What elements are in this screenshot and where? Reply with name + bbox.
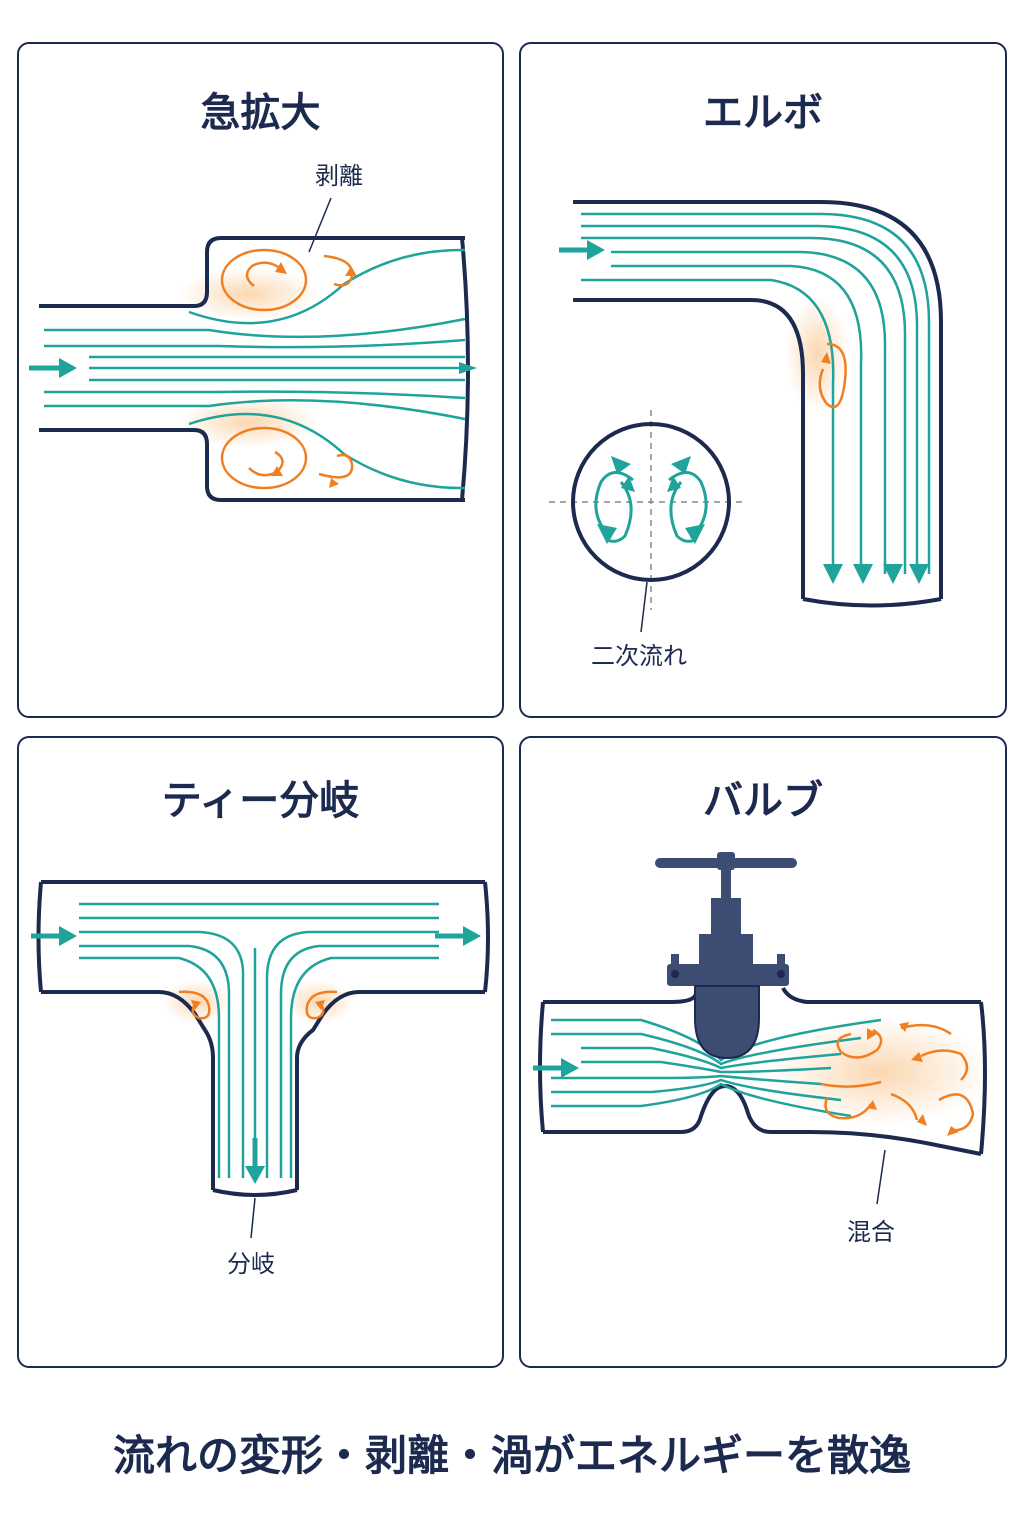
- panel-title-tee-branch: ティー分岐: [161, 778, 360, 824]
- pipe-wall-bottom: [39, 428, 465, 502]
- inlet-arrow-head: [587, 240, 605, 260]
- branch-outlet-edge: [212, 1188, 298, 1197]
- callout-separation: 剥離: [315, 162, 363, 190]
- callout-mixing: 混合: [847, 1218, 895, 1246]
- elbow-outer-wall: [573, 200, 943, 599]
- callout-secondary-flow: 二次流れ: [591, 642, 687, 670]
- valve-bolt: [777, 970, 785, 978]
- branch-right-wall: [295, 990, 485, 1190]
- valve-stem: [721, 868, 731, 902]
- vortex-arrow: [275, 262, 287, 274]
- vortex-arrow: [191, 1000, 201, 1010]
- callout-leader: [640, 581, 648, 633]
- valve-bonnet: [699, 934, 753, 964]
- vortex-arrow: [271, 466, 283, 476]
- vortex-group: [178, 990, 338, 1020]
- branch-arrow-head: [245, 1166, 265, 1184]
- panel-title-valve: バルブ: [703, 778, 823, 824]
- outlet-arrow-head: [459, 362, 477, 374]
- outlet-arrow-heads: [823, 564, 929, 584]
- tee-branch-diagram: [31, 880, 490, 1239]
- streamlines: [551, 1018, 882, 1118]
- sudden-expansion-diagram: [29, 197, 477, 502]
- vortex-arrow: [329, 478, 339, 488]
- valve-flange: [667, 964, 789, 986]
- mixing-vortices: [820, 1023, 975, 1132]
- pipe-outlet-edge: [979, 1001, 987, 1155]
- mixing-glow: [771, 1018, 991, 1126]
- elbow-outlet-edge: [802, 597, 942, 608]
- inlet-arrow-head: [59, 926, 77, 946]
- valve-gate: [694, 985, 760, 1060]
- separation-glow-bottom: [179, 396, 319, 448]
- streamlines: [44, 248, 466, 490]
- callout-leader: [308, 197, 332, 253]
- valve-hub: [717, 852, 735, 870]
- pipe-cross-section: [571, 422, 731, 582]
- separation-glow-top: [179, 268, 319, 320]
- panel-title-elbow: エルボ: [703, 90, 823, 136]
- panel-tee-branch: ティー分岐: [17, 736, 504, 1368]
- valve-diagram: [533, 852, 991, 1205]
- elbow-inner-wall: [573, 298, 805, 599]
- panel-valve: バルブ: [519, 736, 1007, 1368]
- vortex-arrow: [345, 266, 357, 276]
- separation-glow: [785, 296, 849, 412]
- vortex: [818, 342, 847, 409]
- pipe-bottom-wall: [543, 1083, 982, 1156]
- panel-title-sudden-expansion: 急拡大: [200, 90, 321, 136]
- vortex-arrows: [867, 1022, 959, 1136]
- valve-bonnet-top: [711, 898, 741, 936]
- pipe-top-wall-right: [781, 987, 981, 1004]
- secondary-flow-arrows: [597, 456, 705, 544]
- vortex-arrow: [315, 1000, 325, 1010]
- panel-sudden-expansion: 急拡大: [17, 42, 504, 718]
- callout-leader: [250, 1197, 256, 1239]
- branch-left-wall: [41, 990, 215, 1190]
- main-pipe-outlet-edge: [483, 881, 490, 993]
- valve-bolt: [671, 954, 679, 966]
- callout-leader: [876, 1149, 886, 1205]
- inlet-arrow-head: [561, 1058, 579, 1078]
- streamlines: [79, 902, 439, 1178]
- pipe-wall-top: [39, 236, 465, 308]
- callout-branch: 分岐: [227, 1250, 275, 1278]
- secondary-flow-loops: [594, 471, 708, 543]
- vortex-arrow: [821, 352, 831, 364]
- elbow-diagram: [549, 200, 943, 633]
- valve-bolt: [671, 970, 679, 978]
- inlet-arrow-head: [59, 358, 77, 378]
- panel-elbow: エルボ: [519, 42, 1007, 718]
- streamlines: [581, 212, 931, 574]
- valve-bolt: [777, 954, 785, 966]
- pipe-top-wall-left: [543, 987, 701, 1004]
- footer-caption: 流れの変形・剥離・渦がエネルギーを散逸: [112, 1431, 911, 1480]
- outlet-arrow-head: [463, 926, 481, 946]
